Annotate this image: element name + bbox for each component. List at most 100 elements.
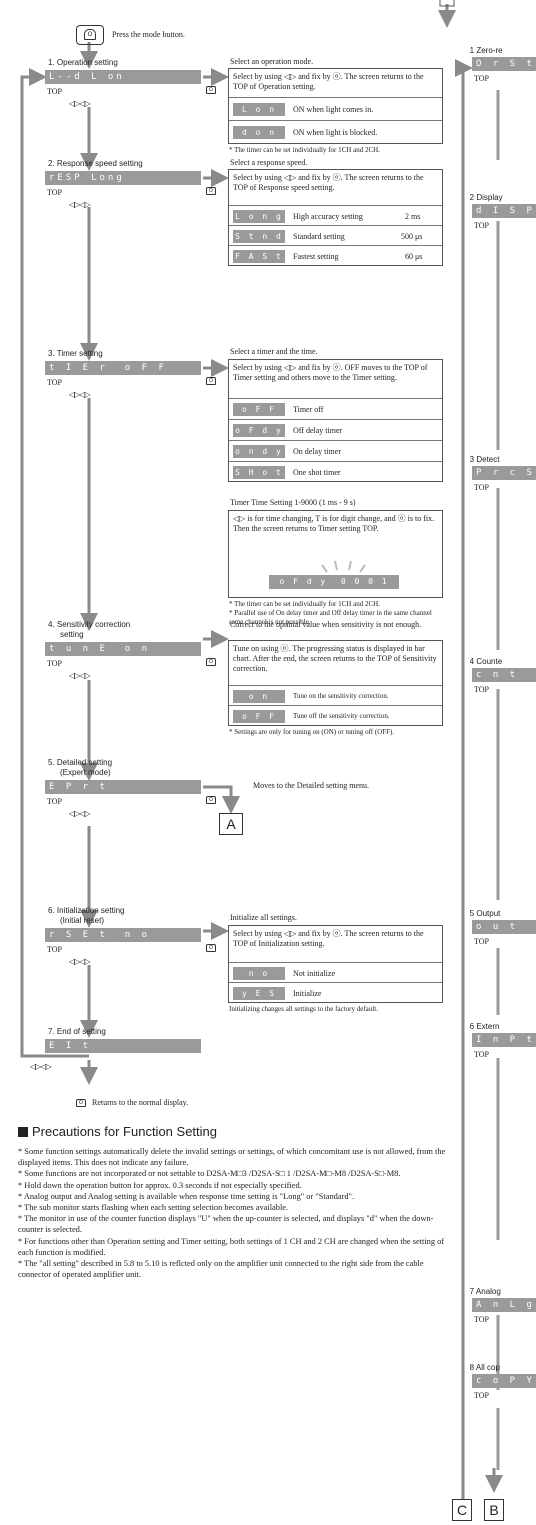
right-column: 5.1 Zero-re O r S t TOP 5.2 Display d I … bbox=[470, 0, 536, 1525]
top-label: TOP bbox=[474, 937, 489, 946]
section-5-title: 5. Detailed setting bbox=[48, 758, 113, 767]
top-label: TOP bbox=[47, 188, 62, 197]
right-item-title: 5.6 Extern bbox=[470, 1022, 500, 1031]
option-value: 60 μs bbox=[405, 252, 423, 261]
option-code: o F d y bbox=[233, 424, 285, 437]
section-2-display: rESP Long bbox=[45, 171, 201, 185]
option-row: o n Tune on the sensitivity correction. bbox=[229, 685, 442, 706]
option-text: Tune on the sensitivity correction. bbox=[293, 692, 389, 700]
option-text: Not initialize bbox=[293, 969, 335, 978]
option-text: Off delay timer bbox=[293, 426, 343, 435]
option-text: Timer off bbox=[293, 405, 324, 414]
precautions-list: * Some function settings automatically d… bbox=[18, 1146, 448, 1280]
right-item-display: A n L g bbox=[472, 1298, 536, 1312]
left-right-keys-icon: ◁▷◁▷ bbox=[69, 200, 91, 209]
section-1-title: 1. Operation setting bbox=[48, 58, 118, 67]
precaution-item: * The monitor in use of the counter func… bbox=[18, 1214, 434, 1235]
option-code: o F F bbox=[233, 710, 285, 723]
option-text: High accuracy setting bbox=[293, 212, 363, 221]
section-6-title: 6. Initialization setting bbox=[48, 906, 125, 915]
right-item-display: c n t bbox=[472, 668, 536, 682]
section-5-display: E P r t bbox=[45, 780, 201, 794]
top-label: TOP bbox=[47, 87, 62, 96]
precaution-item: * The "all setting" described in 5.8 to … bbox=[18, 1259, 424, 1280]
precaution-item: * Some functions are not incorporated or… bbox=[18, 1169, 401, 1179]
option-code: o n d y bbox=[233, 445, 285, 458]
option-text: Fastest setting bbox=[293, 252, 339, 261]
section-4-desc: Correct to the optimal value when sensit… bbox=[230, 620, 422, 629]
left-right-keys-icon: ◁▷◁▷ bbox=[30, 1062, 52, 1071]
timer-time-box: ◁▷ is for time changing, T is for digit … bbox=[228, 510, 443, 598]
mode-icon: O bbox=[206, 86, 216, 94]
section-2-box: Select by using ◁▷ and fix by ⓞ. The scr… bbox=[228, 169, 443, 266]
option-value: 2 ms bbox=[405, 212, 421, 221]
timer-time-title: Timer Time Setting 1-9000 (1 ms - 9 s) bbox=[230, 498, 356, 507]
option-row: o F F Tune off the sensitivity correctio… bbox=[229, 705, 442, 726]
option-row: n o Not initialize bbox=[229, 962, 442, 983]
option-text: Tune off the sensitivity correction. bbox=[293, 712, 390, 720]
section-6-display: r S E t n o bbox=[45, 928, 201, 942]
section-5-desc: Moves to the Detailed setting menu. bbox=[253, 781, 369, 790]
timer-time-display: o F d y 0 0 0 1 bbox=[269, 575, 399, 589]
left-right-keys-icon: ◁▷◁▷ bbox=[69, 99, 91, 108]
option-row: o n d y On delay timer bbox=[229, 440, 442, 461]
right-item-display: I n P t bbox=[472, 1033, 536, 1047]
section-6-title-2: (Initial reset) bbox=[60, 916, 105, 925]
precaution-item: * Hold down the operation button for app… bbox=[18, 1180, 302, 1190]
precaution-item: * Analog output and Analog setting is av… bbox=[18, 1191, 355, 1201]
option-row: y E S Initialize bbox=[229, 982, 442, 1003]
timer-time-text: ◁▷ is for time changing, T is for digit … bbox=[233, 514, 435, 533]
section-4-box-text: Tune on using ⓞ. The progressing status … bbox=[233, 644, 437, 673]
section-6-box-text: Select by using ◁▷ and fix by ⓞ. The scr… bbox=[233, 929, 424, 948]
option-text: Standard setting bbox=[293, 232, 345, 241]
option-code: o F F bbox=[233, 403, 285, 416]
mode-icon: O bbox=[206, 187, 216, 195]
option-code: S t n d bbox=[233, 230, 285, 243]
mode-icon: O bbox=[206, 796, 216, 804]
top-label: TOP bbox=[47, 945, 62, 954]
top-label: TOP bbox=[47, 797, 62, 806]
mode-icon: O bbox=[206, 377, 216, 385]
right-item-display: o u t bbox=[472, 920, 536, 934]
timer-note: * Parallel use of On delay timer and Off… bbox=[229, 609, 432, 626]
section-4-display: t u n E o n bbox=[45, 642, 201, 656]
top-label: TOP bbox=[474, 685, 489, 694]
mode-icon: O bbox=[206, 658, 216, 666]
top-label: TOP bbox=[474, 74, 489, 83]
left-right-keys-icon: ◁▷◁▷ bbox=[69, 809, 91, 818]
section-1-desc: Select an operation mode. bbox=[230, 57, 314, 66]
option-text: One shot timer bbox=[293, 468, 341, 477]
option-text: ON when light is blocked. bbox=[293, 128, 378, 137]
section-3-box-text: Select by using ◁▷ and fix by ⓞ. OFF mov… bbox=[233, 363, 428, 382]
section-4-note: * Settings are only for tuning on (ON) o… bbox=[229, 728, 395, 736]
right-item-title: 5.8 All cop bbox=[470, 1363, 500, 1372]
top-label: TOP bbox=[474, 1050, 489, 1059]
section-6-desc: Initialize all settings. bbox=[230, 913, 297, 922]
section-4-title-2: setting bbox=[60, 630, 84, 639]
section-6-box: Select by using ◁▷ and fix by ⓞ. The scr… bbox=[228, 925, 443, 1003]
option-code: d o n bbox=[233, 126, 285, 139]
right-item-title: 5.5 Output bbox=[470, 909, 501, 918]
right-item-title: 5.3 Detect bbox=[470, 455, 500, 464]
section-3-display: t I E r o F F bbox=[45, 361, 201, 375]
option-row: d o n ON when light is blocked. bbox=[229, 120, 442, 144]
heading-square-icon bbox=[18, 1127, 28, 1137]
option-row: L o n ON when light comes in. bbox=[229, 97, 442, 121]
option-row: o F F Timer off bbox=[229, 398, 442, 419]
right-item-title: 5.7 Analog bbox=[470, 1287, 501, 1296]
top-label: TOP bbox=[474, 1391, 489, 1400]
option-row: S t n d Standard setting 500 μs bbox=[229, 225, 442, 246]
flash-rays-icon bbox=[321, 560, 366, 573]
left-right-keys-icon: ◁▷◁▷ bbox=[69, 390, 91, 399]
precautions-heading: Precautions for Function Setting bbox=[32, 1124, 217, 1139]
precaution-item: * For functions other than Operation set… bbox=[18, 1236, 445, 1257]
option-value: 500 μs bbox=[401, 232, 423, 241]
left-right-keys-icon: ◁▷◁▷ bbox=[69, 957, 91, 966]
goto-B-box: B bbox=[484, 1499, 504, 1521]
right-item-title: 5.4 Counte bbox=[470, 657, 503, 666]
top-label: TOP bbox=[474, 221, 489, 230]
section-2-title: 2. Response speed setting bbox=[48, 159, 143, 168]
timer-note: * The timer can be set individually for … bbox=[229, 600, 380, 608]
option-code: L o n g bbox=[233, 210, 285, 223]
